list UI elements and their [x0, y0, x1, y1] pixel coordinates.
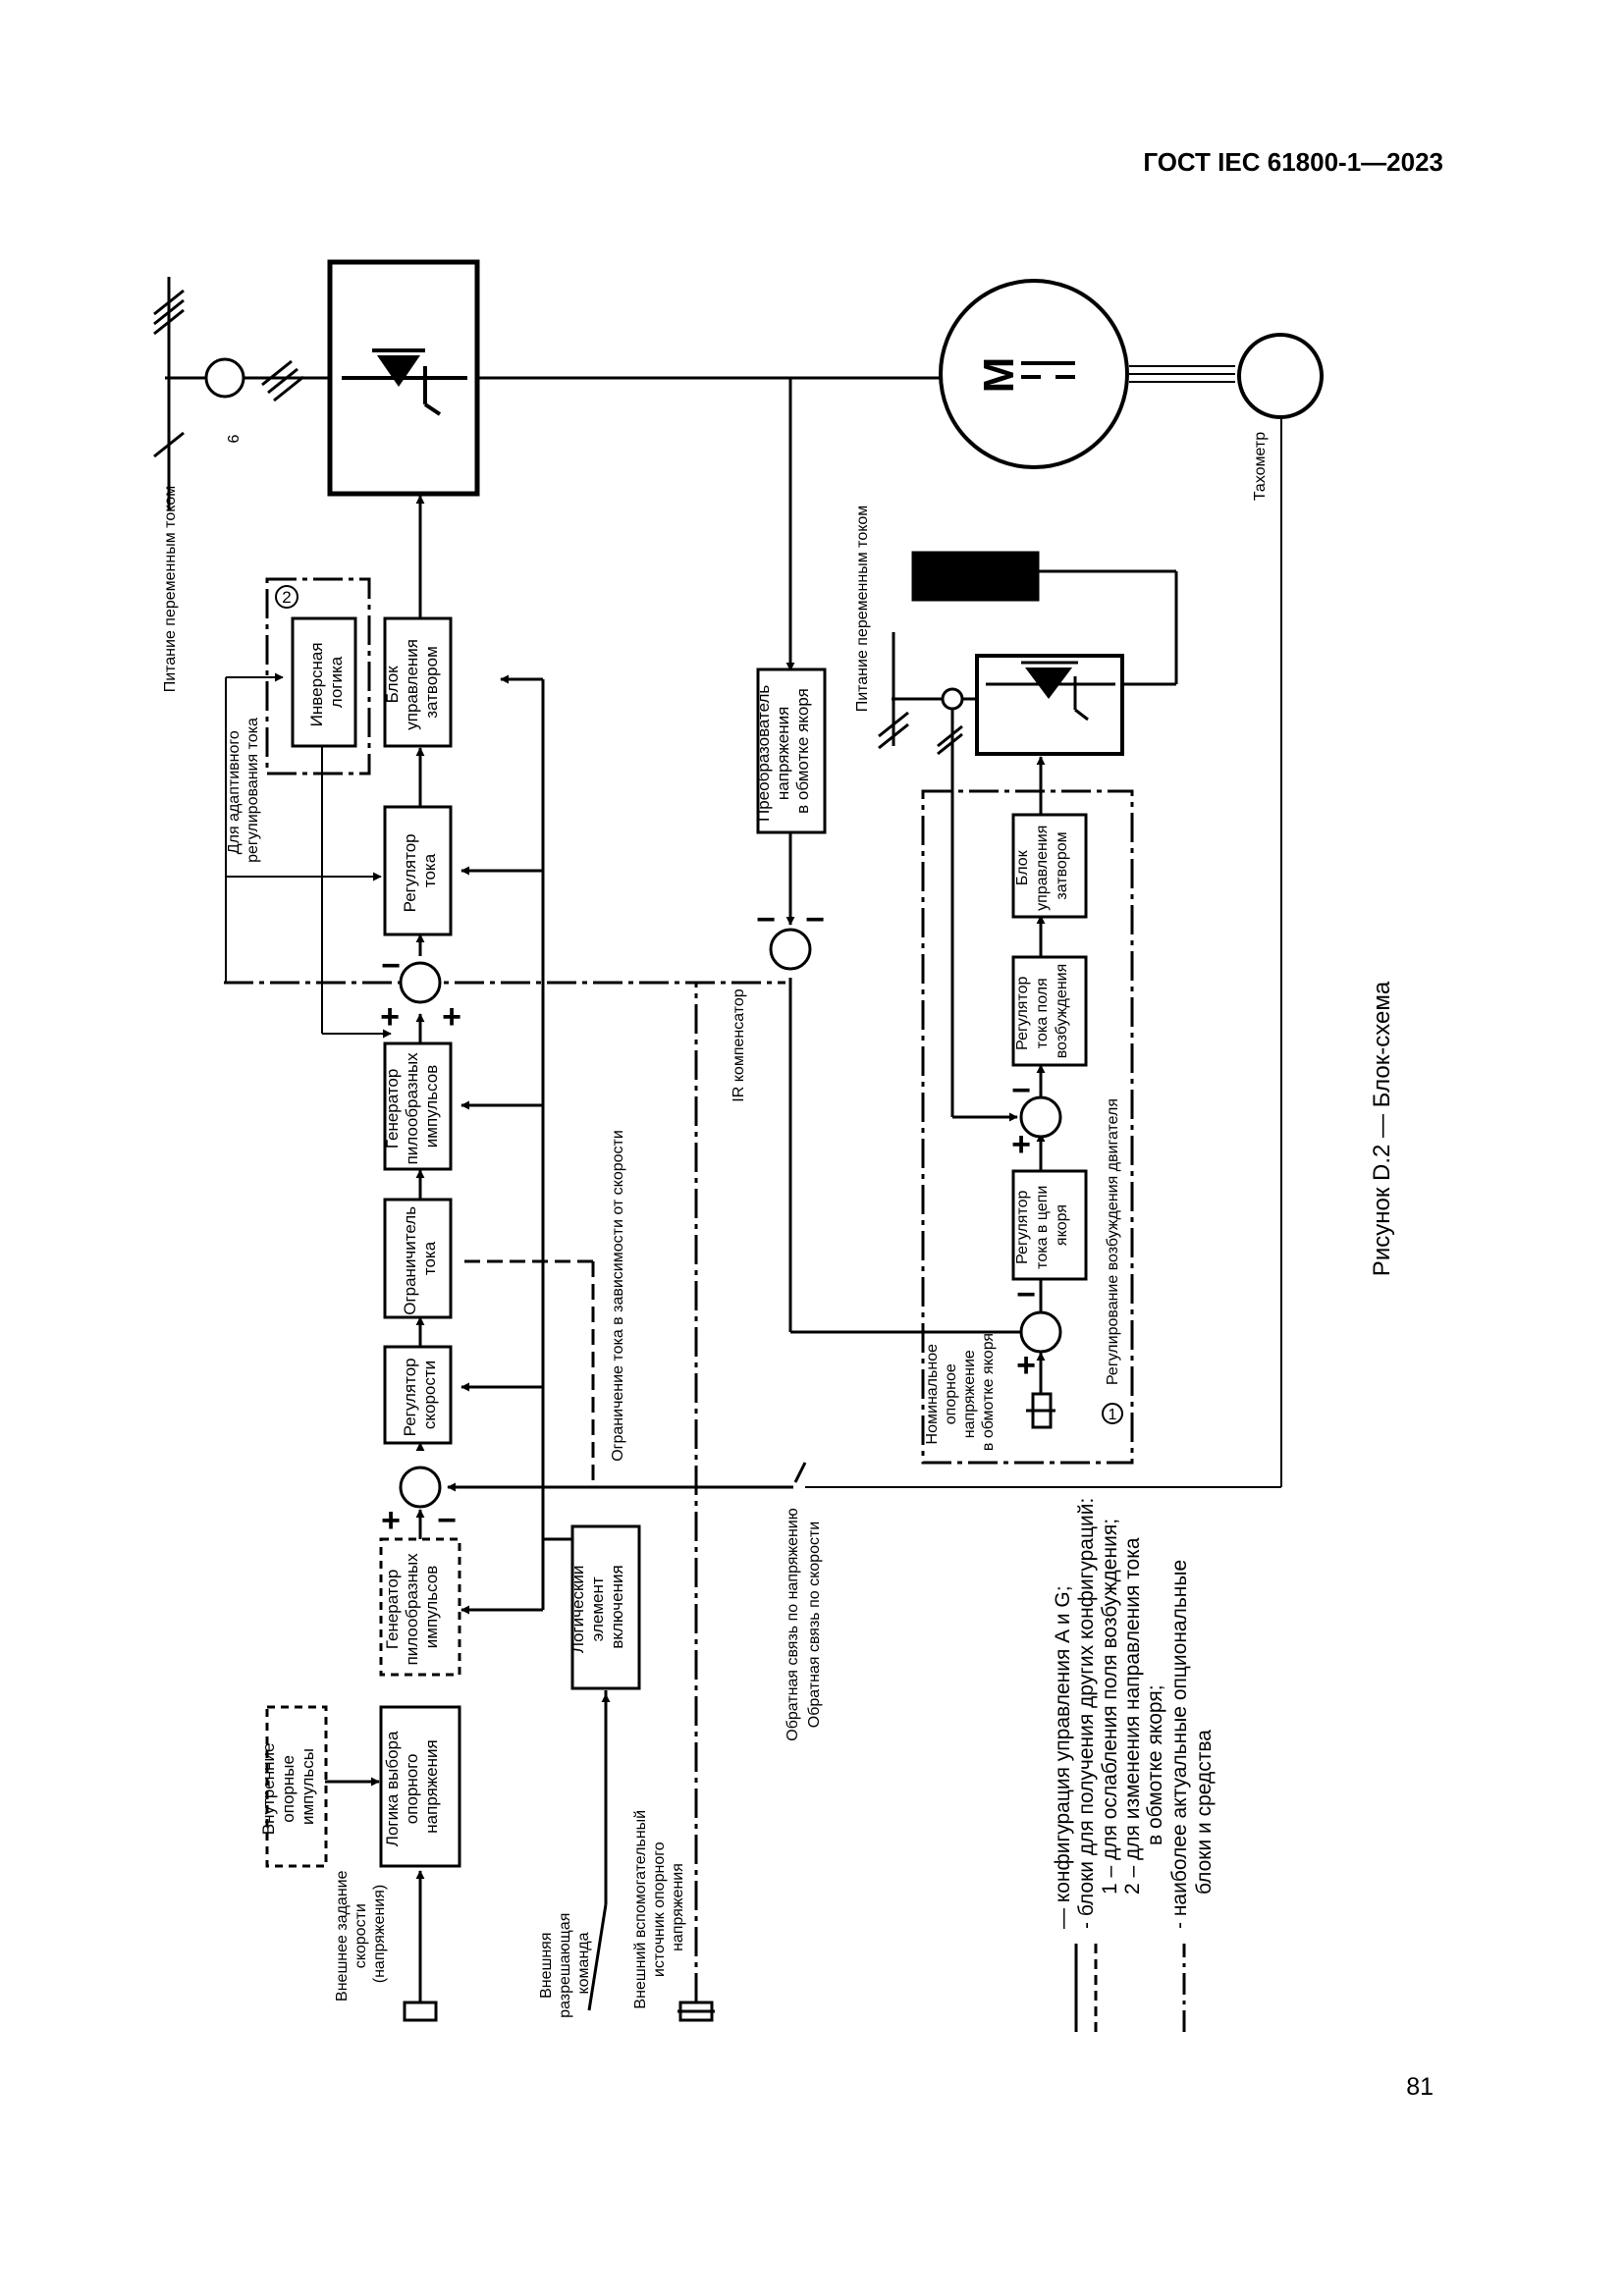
- field-current-regulator-text: Регулятор тока поля возбуждения: [1014, 964, 1070, 1059]
- voltage-feedback-label: Обратная связь по напряжению: [785, 1508, 801, 1741]
- ac-supply-main-label: Питание переменным током: [162, 486, 179, 693]
- inverse-logic-block: [291, 616, 357, 748]
- adaptive-regulation-label: Для адаптивного регулирования тока: [226, 718, 261, 863]
- plus-sign: +: [380, 998, 400, 1036]
- speed-reference-terminal: [403, 2001, 438, 2022]
- summing-junction-ir: [769, 928, 812, 971]
- minus-sign: −: [1016, 1276, 1036, 1313]
- tachometer-symbol: [1237, 333, 1324, 419]
- legend-line-3: 1 – для ослабления поля возбуждения;: [1099, 1519, 1121, 1895]
- ramp-generator-inner-block: [383, 1041, 453, 1171]
- current-regulator-text: Регулятор тока: [401, 829, 439, 913]
- ramp-generator-outer-block: [379, 1537, 461, 1677]
- converter-symbols: [342, 348, 1115, 721]
- figure-caption: Рисунок D.2 — Блок-схема: [1369, 981, 1395, 1276]
- ramp-generator-inner-text: Генератор пилообразных импульсов: [383, 1048, 441, 1165]
- inverse-logic-text: Инверсная логика: [307, 638, 346, 727]
- gate-control-text: Блок управления затвором: [383, 634, 441, 729]
- signs: + + − + − − − + − + −: [380, 901, 1036, 1539]
- field-gate-control-block: [1011, 813, 1088, 919]
- legend: [1074, 1944, 1186, 2032]
- option-markers: [275, 585, 1123, 1424]
- current-limiter-block: [383, 1198, 453, 1319]
- ac-supply-field-label: Питание переменным током: [854, 506, 871, 713]
- external-aux-reference-label: Внешний вспомогательный источник опорног…: [632, 1805, 686, 2008]
- summing-junction-current: [399, 961, 442, 1004]
- terminals: [403, 1392, 1056, 2022]
- enable-logic-block: [570, 1524, 641, 1690]
- conductor-ticks: [153, 289, 963, 756]
- marker-1: 1: [1109, 1407, 1117, 1423]
- external-enable-command-label: Внешняя разрешающая команда: [538, 1908, 592, 2018]
- field-regulation-frame: [921, 789, 1134, 1465]
- speed-dependent-limit-label: Ограничение тока в зависимости от скорос…: [610, 1130, 626, 1462]
- current-regulator-block: [383, 805, 453, 936]
- internal-references-frame: [265, 1705, 328, 1868]
- reversing-option-frame: [265, 577, 371, 775]
- gate-control-block: [383, 616, 453, 748]
- motor-field-regulation-label: Регулирование возбуждения двигателя: [1105, 1098, 1121, 1385]
- legend-line-1: — конфигурация управления A и G;: [1052, 1585, 1074, 1929]
- plus-sign: +: [442, 998, 461, 1036]
- summing-junction-speed: [399, 1466, 442, 1509]
- armature-current-regulator-block: [1011, 1169, 1088, 1281]
- speed-regulator-text: Регулятор скорости: [401, 1354, 439, 1437]
- minus-sign: −: [381, 947, 401, 985]
- dashed-frames: [265, 577, 1134, 1868]
- plus-sign: +: [381, 1502, 401, 1539]
- reference-select-text: Логика выбора опорного напряжения: [383, 1727, 441, 1846]
- speed-regulator-block: [383, 1345, 453, 1445]
- current-transformer-main: [204, 357, 245, 399]
- field-gate-control-text: Блок управления затвором: [1014, 821, 1070, 911]
- legend-line-6: - наиболее актуальные опциональные: [1168, 1560, 1191, 1929]
- ramp-generator-outer-text: Генератор пилообразных импульсов: [383, 1549, 441, 1666]
- current-transformer-field: [941, 687, 964, 711]
- armature-current-regulator-text: Регулятор тока в цепи якоря: [1014, 1181, 1070, 1269]
- current-limiter-text: Ограничитель тока: [401, 1201, 439, 1315]
- conductor-count-label: 6: [226, 434, 243, 443]
- minus-sign: −: [805, 901, 825, 938]
- motor-symbol: [939, 279, 1129, 469]
- internal-references-text: Внутренние опорные импульсы: [259, 1738, 317, 1835]
- circles: [204, 279, 1324, 1509]
- page-number: 81: [1406, 2073, 1434, 2101]
- ir-compensator-label: IR компенсатор: [731, 988, 747, 1102]
- marker-2: 2: [282, 588, 291, 607]
- connection-lines: [165, 277, 1282, 2011]
- speed-feedback-label: Обратная связь по скорости: [806, 1522, 823, 1728]
- reference-select-block: [379, 1705, 461, 1868]
- legend-line-4: 2 – для изменения направления тока: [1121, 1537, 1144, 1895]
- field-winding-block: [911, 551, 1040, 602]
- plus-sign: +: [1011, 1126, 1031, 1163]
- minus-sign: −: [437, 1502, 457, 1539]
- motor-glyph: [1021, 361, 1075, 379]
- tachometer-label: Тахометр: [1252, 432, 1269, 501]
- minus-sign: −: [1011, 1072, 1031, 1109]
- field-current-regulator-block: [1011, 955, 1088, 1067]
- legend-line-2: - блоки для получения других конфигураци…: [1075, 1498, 1098, 1929]
- motor-label: M: [975, 357, 1023, 394]
- summing-junction-armature: [1019, 1310, 1062, 1354]
- minus-sign: −: [756, 901, 776, 938]
- voltage-converter-block: [756, 667, 827, 834]
- legend-line-7: блоки и средства: [1193, 1730, 1216, 1895]
- external-speed-reference-label: Внешнее задание скорости (напряжения): [334, 1866, 388, 2002]
- enable-logic-text: Логический элемент включения: [568, 1561, 626, 1653]
- plus-sign: +: [1016, 1347, 1036, 1384]
- summing-junction-field: [1019, 1095, 1062, 1139]
- page-header: ГОСТ IEC 61800-1—2023: [1143, 147, 1443, 177]
- nominal-armature-reference-label: Номинальное опорное напряжение в обмотке…: [924, 1333, 997, 1451]
- legend-line-5: в обмотке якоря;: [1144, 1684, 1166, 1845]
- voltage-converter-text: Преобразователь напряжения в обмотке яко…: [754, 680, 812, 822]
